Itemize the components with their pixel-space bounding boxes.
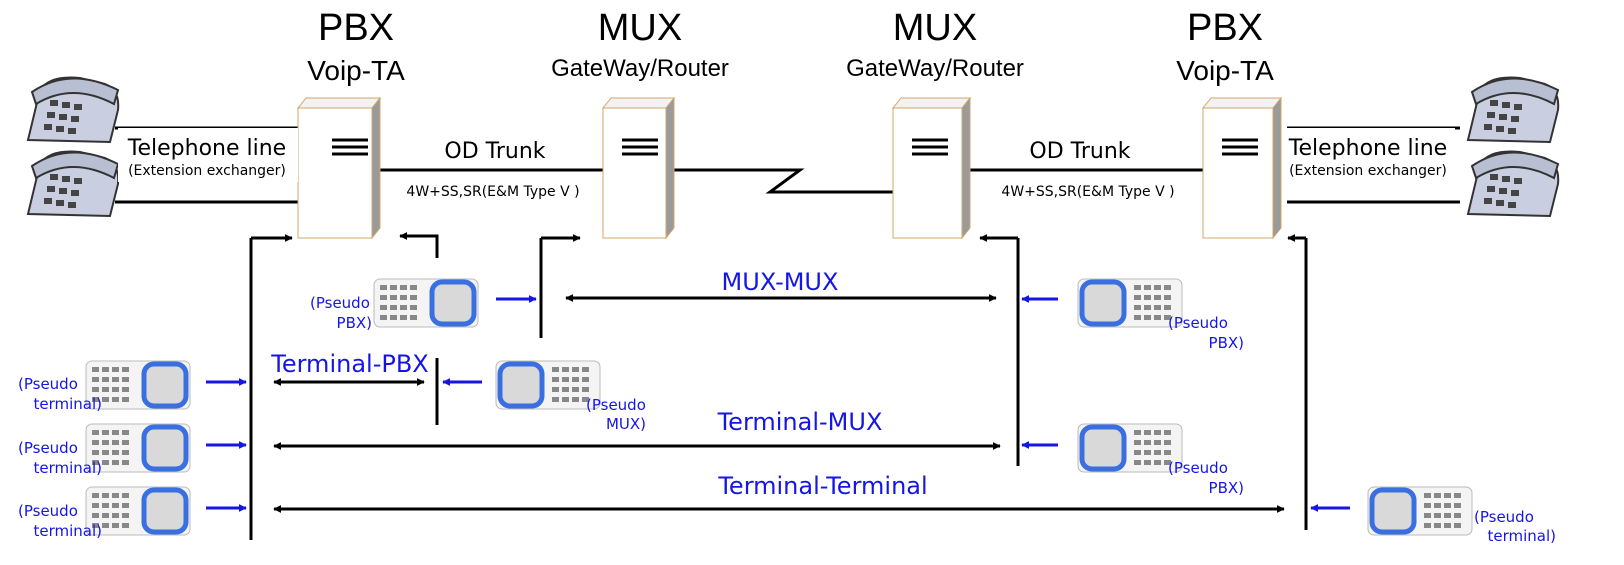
- od-trunk-left-label: OD Trunk: [444, 139, 545, 164]
- tester-icon: [85, 360, 191, 410]
- telephone-icon: [1466, 150, 1560, 218]
- pseudo-term-1-line2: terminal): [33, 395, 102, 413]
- tester-icon: [1367, 486, 1473, 536]
- tester-icon: [1077, 423, 1183, 473]
- pseudo-term-2-line1: (Pseudo: [18, 439, 78, 457]
- pbx-left-subtitle: Voip-TA: [307, 55, 405, 86]
- mux-right-title: MUX: [893, 7, 977, 49]
- pseudo-term-3-line1: (Pseudo: [18, 502, 78, 520]
- tester-icon: [85, 486, 191, 536]
- pseudo-pbx-left-line1: (Pseudo: [310, 294, 370, 312]
- telephone-line-right-label: Telephone line: [1288, 136, 1447, 161]
- telephone-line-right-sublabel: (Extension exchanger): [1289, 163, 1447, 179]
- telephone-icon: [1466, 76, 1560, 144]
- tester-icon: [373, 278, 479, 328]
- od-trunk-right-label: OD Trunk: [1029, 139, 1130, 164]
- mux-left-device: [601, 96, 676, 240]
- pseudo-term-3-line2: terminal): [33, 522, 102, 540]
- mux-right-device: [891, 96, 972, 240]
- tester-icon: [85, 423, 191, 473]
- pseudo-term-right-line2: terminal): [1487, 527, 1556, 545]
- pseudo-pbx-right1-line1: (Pseudo: [1168, 314, 1228, 332]
- terminal-pbx-label: Terminal-PBX: [270, 350, 428, 378]
- telephone-line-left-sublabel: (Extension exchanger): [128, 163, 286, 179]
- tester-icon: [495, 360, 601, 410]
- pseudo-pbx-right1-line2: PBX): [1209, 334, 1244, 352]
- pbx-right-subtitle: Voip-TA: [1176, 55, 1274, 86]
- pbx-right-title: PBX: [1187, 7, 1263, 49]
- arrow-pbx-left-port: [399, 232, 439, 258]
- mux-mux-label: MUX-MUX: [722, 268, 839, 296]
- telephone-line-left-label: Telephone line: [127, 136, 286, 161]
- terminal-mux-label: Terminal-MUX: [717, 408, 883, 436]
- od-trunk-right-spec: 4W+SS,SR(E&M Type V ): [1001, 184, 1174, 200]
- pseudo-mux-line2: MUX): [606, 415, 646, 433]
- pseudo-term-1-line1: (Pseudo: [18, 375, 78, 393]
- pseudo-term-2-line2: terminal): [33, 459, 102, 477]
- telephone-icon: [26, 150, 120, 218]
- telephone-icon: [26, 76, 120, 144]
- mux-left-title: MUX: [598, 7, 682, 49]
- pseudo-mux-line1: (Pseudo: [586, 396, 646, 414]
- mux-left-subtitle: GateWay/Router: [551, 55, 729, 82]
- od-trunk-left-spec: 4W+SS,SR(E&M Type V ): [406, 184, 579, 200]
- pseudo-term-right-line1: (Pseudo: [1474, 508, 1534, 526]
- pseudo-pbx-right2-line1: (Pseudo: [1168, 459, 1228, 477]
- pbx-left-device: [296, 96, 382, 240]
- mux-right-subtitle: GateWay/Router: [846, 55, 1024, 82]
- terminal-terminal-label: Terminal-Terminal: [717, 472, 927, 500]
- pseudo-pbx-left-line2: PBX): [337, 314, 372, 332]
- pseudo-pbx-right2-line2: PBX): [1209, 479, 1244, 497]
- pbx-right-device: [1201, 96, 1283, 240]
- tester-icon: [1077, 278, 1183, 328]
- pbx-left-title: PBX: [318, 7, 394, 49]
